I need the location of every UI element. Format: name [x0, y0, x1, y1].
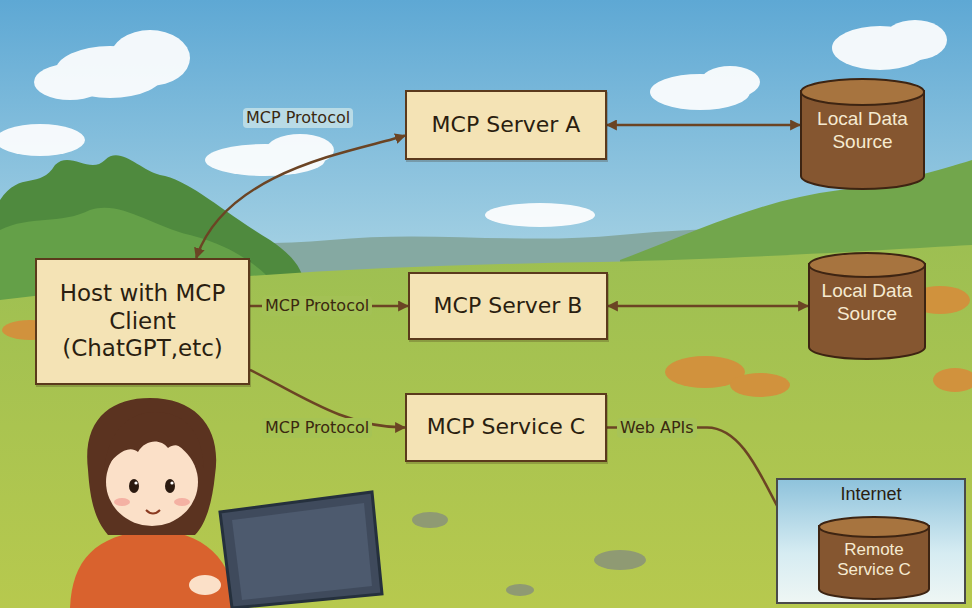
connector-arrow — [608, 305, 808, 308]
internet-region: InternetRemote Service C — [776, 478, 966, 604]
text-wrap: Internet — [778, 484, 964, 506]
text-wrap: Remote Service C — [822, 540, 926, 581]
node-label: MCP Service C — [427, 414, 585, 440]
text-wrap: MCP Server B — [434, 293, 583, 319]
girl-with-laptop — [70, 398, 382, 608]
cylinder-top — [809, 253, 925, 277]
connector-arrow — [196, 136, 405, 259]
server-box: MCP Server B — [408, 272, 608, 340]
text-wrap: MCP Service C — [427, 414, 585, 440]
cylinder-top — [801, 79, 924, 105]
cylinder-body — [809, 264, 925, 359]
node-label: Local Data Source — [804, 108, 921, 154]
edge-label: MCP Protocol — [243, 108, 353, 128]
cylinder-top — [819, 517, 929, 537]
meadow — [0, 245, 972, 608]
server-box: MCP Server A — [405, 90, 607, 160]
node-label: MCP Server A — [432, 112, 581, 138]
data-cylinder: Local Data Source — [808, 252, 926, 360]
edge-label: MCP Protocol — [262, 418, 372, 438]
data-cylinder: Local Data Source — [800, 78, 925, 190]
node-label: Local Data Source — [812, 280, 922, 326]
text-wrap: Local Data Source — [804, 108, 921, 154]
node-label: Remote Service C — [822, 540, 926, 581]
host-box: Host with MCP Client (ChatGPT,etc) — [35, 258, 250, 385]
node-label: Host with MCP Client (ChatGPT,etc) — [57, 280, 229, 363]
connector-arrow — [607, 124, 800, 127]
rocks — [412, 512, 646, 596]
remote-cylinder: Remote Service C — [818, 516, 930, 600]
node-label: MCP Server B — [434, 293, 583, 319]
text-wrap: Local Data Source — [812, 280, 922, 326]
edge-label: MCP Protocol — [262, 296, 372, 316]
text-wrap: Host with MCP Client (ChatGPT,etc) — [57, 280, 229, 363]
text-wrap: MCP Server A — [432, 112, 581, 138]
service-box: MCP Service C — [405, 393, 607, 462]
edge-label: Web APIs — [617, 418, 697, 438]
node-label: Internet — [778, 484, 964, 506]
